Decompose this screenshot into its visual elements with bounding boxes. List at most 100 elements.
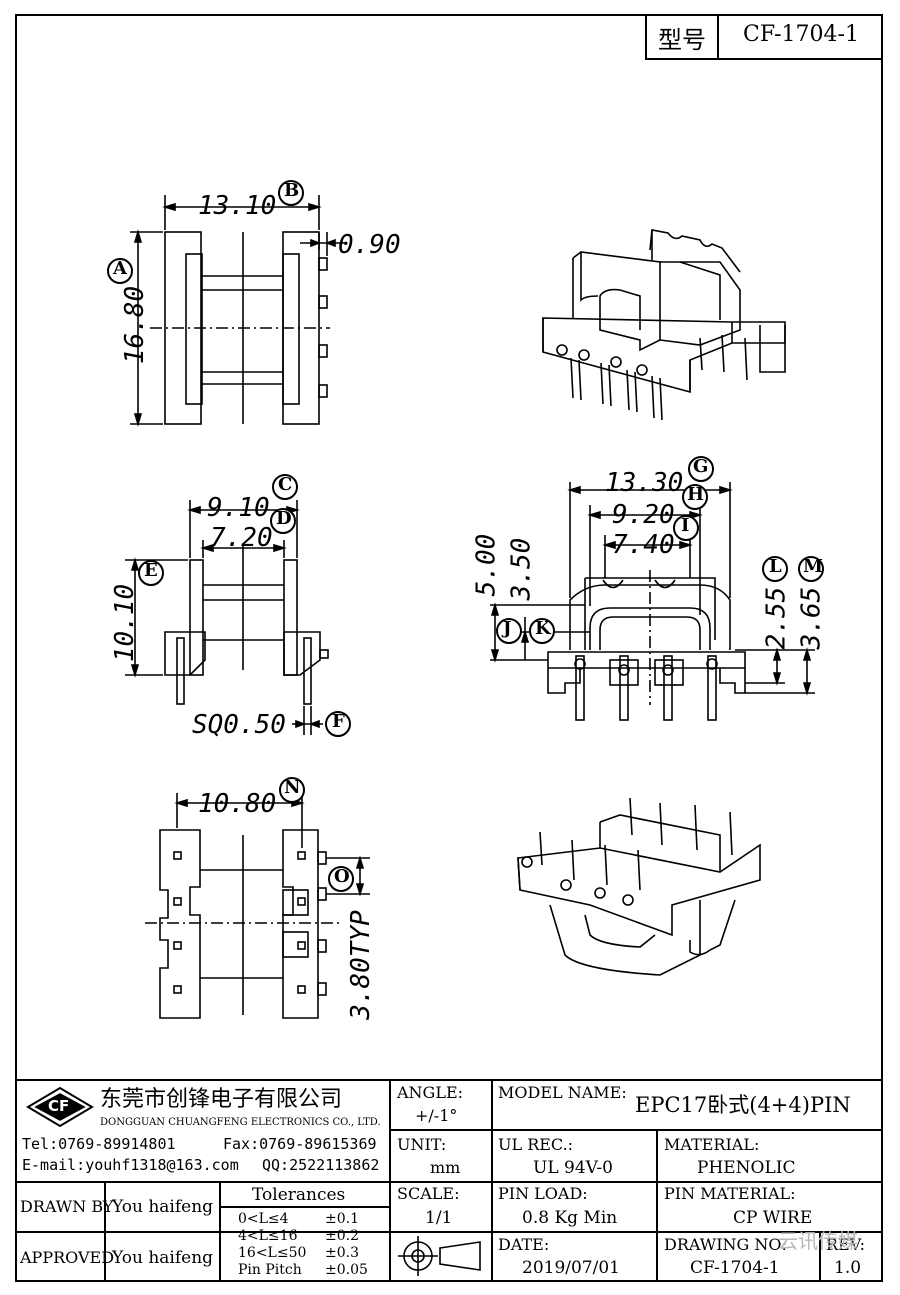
tolerance-range-1: 0<L≤4 [238,1211,289,1227]
drawing-no-value: CF-1704-1 [690,1258,780,1278]
isometric-view-bottom [517,797,761,976]
drawing-frame [15,14,883,1282]
dim-c-bubble [272,474,298,500]
projection-symbol [398,1236,481,1276]
dim-n-label: N [284,777,301,798]
dim-j-value: 5.00 [471,533,502,597]
drawn-by-value: You haifeng [112,1197,214,1217]
dim-m-label: M [803,556,823,577]
dim-f-bubble [325,711,351,737]
side-view [125,500,329,735]
date-value: 2019/07/01 [522,1258,620,1278]
company-tel: Tel:0769-89914801 [22,1135,176,1153]
dim-l-label: L [769,556,782,577]
dim-e-label: E [144,560,158,581]
dim-c-value: 9.10 [207,493,270,523]
approved-label: APPROVED [20,1248,115,1267]
tolerance-value-1: ±0.1 [325,1211,359,1227]
model-name-label: MODEL NAME: [498,1083,627,1102]
unit-label: UNIT: [397,1135,447,1154]
dim-d-label: D [276,508,292,529]
dim-a-value: 16.80 [120,285,151,365]
dim-d-bubble [270,508,296,534]
model-label: 型号 [658,26,706,54]
dim-g-bubble [688,456,714,482]
dim-m-bubble [798,556,824,582]
angle-value: +/-1° [415,1106,458,1125]
scale-label: SCALE: [397,1184,460,1203]
drawing-no-label: DRAWING NO: [664,1235,787,1254]
company-name-en: DONGGUAN CHUANGFENG ELECTRONICS CO., LTD… [100,1117,381,1128]
unit-value: mm [430,1158,461,1177]
tolerance-range-3: 16<L≤50 [238,1245,307,1261]
rev-label: REV: [826,1235,866,1254]
dim-h-label: H [687,484,705,505]
dim-c-label: C [278,474,293,495]
dim-h-bubble [682,484,708,510]
company-logo [26,1086,94,1128]
ul-value: UL 94V-0 [533,1158,613,1178]
tolerance-range-4: Pin Pitch [238,1262,302,1278]
company-logo-text: CF [48,1097,70,1115]
tolerance-value-2: ±0.2 [325,1228,359,1244]
dim-j-bubble [496,618,522,644]
dim-o-value: 3.80TYP [345,910,376,1020]
dim-f-label: F [332,711,345,732]
model-name-value: EPC17卧式(4+4)PIN [635,1093,851,1117]
dim-n-value: 10.80 [198,789,277,819]
company-qq: QQ:2522113862 [262,1156,380,1174]
dim-b-label: B [284,180,300,201]
dim-k-label: K [535,618,551,639]
dim-k-value: 3.50 [506,537,537,601]
approved-value: You haifeng [112,1248,214,1268]
dim-pin-offset: 0.90 [338,230,401,260]
dim-j-label: J [503,618,512,639]
dim-o-bubble [328,866,354,892]
isometric-view-top [542,229,786,421]
date-label: DATE: [498,1235,550,1254]
pin-material-value: CP WIRE [733,1208,813,1228]
tolerance-value-3: ±0.3 [325,1245,359,1261]
rev-value: 1.0 [834,1258,862,1278]
dim-b-value: 13.10 [198,191,277,221]
pin-load-value: 0.8 Kg Min [522,1208,618,1228]
dim-l-value: 2.55 [761,586,792,650]
tolerances-title: Tolerances [252,1185,346,1205]
dim-h-value: 9.20 [612,500,675,530]
tolerance-value-4: ±0.05 [325,1262,368,1278]
model-header: 型号 CF-1704-1 [645,14,883,60]
dim-d-value: 7.20 [210,523,273,553]
pin-material-label: PIN MATERIAL: [664,1184,796,1203]
company-fax: Fax:0769-89615369 [223,1135,377,1153]
dim-i-label: I [681,515,690,536]
dim-a-bubble [107,258,133,284]
dim-e-bubble [138,560,164,586]
tolerance-range-2: 4<L≤16 [238,1228,298,1244]
dim-m-value: 3.65 [796,586,827,650]
dim-i-bubble [673,515,699,541]
dim-g-label: G [693,456,709,477]
dim-a-label: A [113,258,127,279]
dim-k-bubble [529,618,555,644]
company-email: E-mail:youhf1318@163.com [22,1156,239,1174]
angle-label: ANGLE: [397,1083,464,1102]
dim-g-value: 13.30 [605,468,684,498]
top-view [130,195,345,427]
material-value: PHENOLIC [697,1158,796,1178]
dim-o-label: O [334,866,350,887]
dim-b-bubble [278,180,304,206]
model-value: CF-1704-1 [743,22,859,47]
watermark: 云讯传媒 [778,1229,858,1253]
material-label: MATERIAL: [664,1135,760,1154]
dim-f-value: SQ0.50 [192,710,286,740]
dim-n-bubble [279,777,305,803]
company-name-cn: 东莞市创锋电子有限公司 [100,1087,343,1112]
dim-e-value: 10.10 [110,583,141,663]
dim-l-bubble [762,556,788,582]
ul-label: UL REC.: [498,1135,574,1154]
bottom-view [145,793,370,1019]
drawn-by-label: DRAWN BY [20,1197,114,1216]
scale-value: 1/1 [425,1208,453,1228]
pin-load-label: PIN LOAD: [498,1184,588,1203]
